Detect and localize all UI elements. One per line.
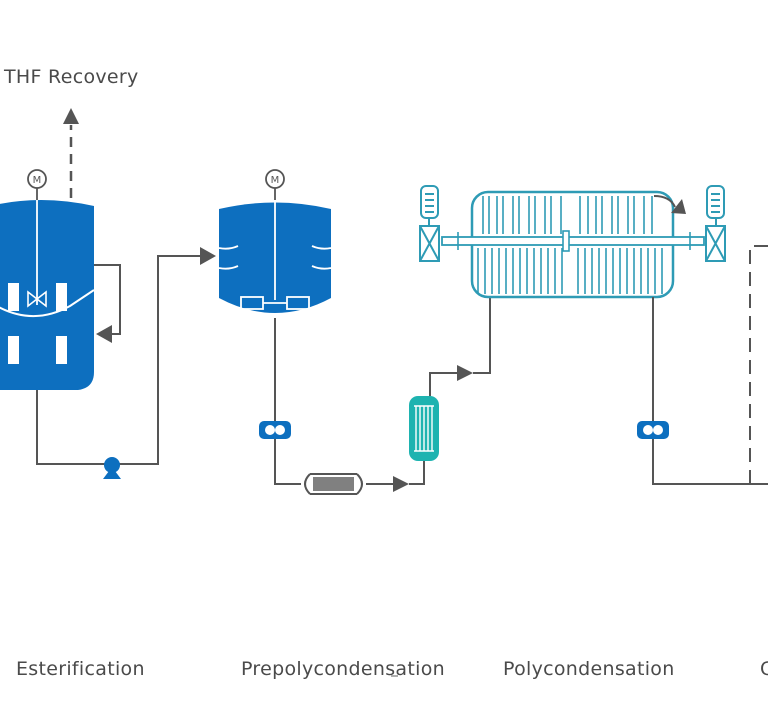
agitator-icon bbox=[27, 290, 47, 308]
filter-icon bbox=[304, 473, 363, 495]
arrow-icon bbox=[457, 365, 473, 381]
arrow-icon bbox=[671, 199, 686, 214]
next-stage-label: C bbox=[760, 658, 768, 680]
prepolycondensation-reactor bbox=[218, 190, 332, 313]
arrow-icon bbox=[63, 108, 79, 124]
polycondensation-label: Polycondensation bbox=[503, 658, 675, 680]
recirculation-loop bbox=[94, 264, 121, 343]
motor-icon: M bbox=[265, 169, 285, 200]
thf-recovery-label: THF Recovery bbox=[4, 66, 139, 88]
gear-pump-icon bbox=[637, 421, 669, 439]
pump-icon bbox=[103, 457, 121, 479]
esterification-reactor bbox=[0, 190, 95, 390]
motor-symbol: M bbox=[33, 175, 42, 186]
polycondensation-reactor bbox=[441, 190, 705, 299]
arrow-icon bbox=[393, 476, 409, 492]
esterification-label: Esterification bbox=[16, 658, 145, 680]
transfer-line-2 bbox=[274, 318, 425, 492]
heat-exchanger-icon bbox=[409, 396, 439, 461]
transfer-line-1 bbox=[36, 247, 216, 465]
arrow-icon bbox=[200, 247, 216, 265]
prepolycondensation-label: Prepolycondensation bbox=[241, 658, 445, 680]
dashed-vent-line bbox=[749, 245, 768, 484]
motor-symbol: M bbox=[271, 175, 280, 186]
gear-pump-icon bbox=[259, 421, 291, 439]
motor-icon bbox=[705, 185, 726, 262]
transfer-line-3 bbox=[429, 296, 491, 396]
thf-vent-line bbox=[63, 108, 79, 198]
arrow-icon bbox=[96, 325, 112, 343]
internal-flow-arrow bbox=[653, 195, 686, 214]
motor-icon: M bbox=[27, 169, 47, 200]
transfer-line-4 bbox=[652, 297, 768, 485]
motor-icon bbox=[419, 185, 440, 262]
